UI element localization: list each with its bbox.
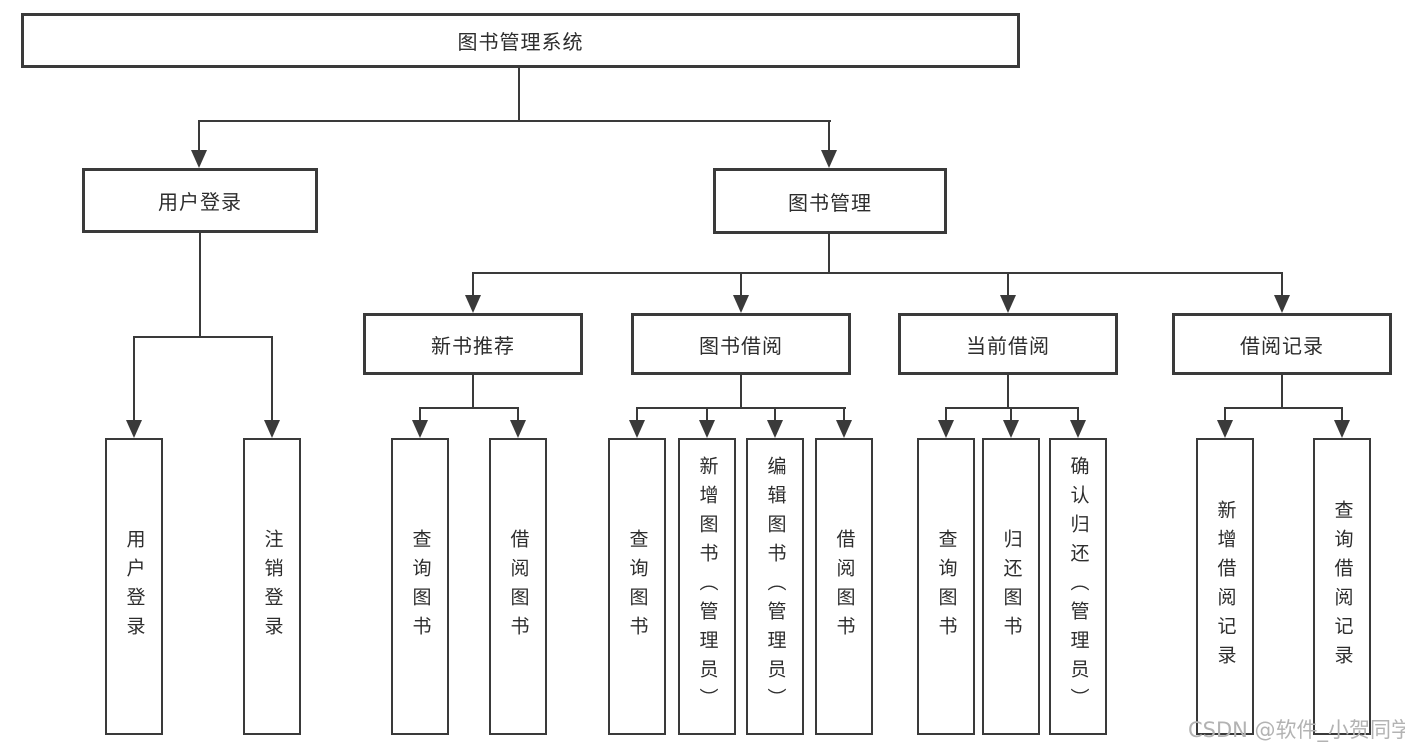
node-leaf-logout: 注销登录 (243, 438, 301, 735)
node-leaf-query-borrow-record-label: 查询借阅记录 (1331, 499, 1354, 674)
connector-line (198, 120, 200, 151)
node-borrowing-records: 借阅记录 (1172, 313, 1392, 375)
arrowhead-down-icon (938, 420, 954, 438)
connector-line (1007, 375, 1009, 408)
connector-line (472, 272, 474, 296)
node-leaf-query-books-borrowing: 查询图书 (608, 438, 666, 735)
connector-line (1224, 407, 1226, 421)
node-leaf-query-borrow-record: 查询借阅记录 (1313, 438, 1371, 735)
connector-line (1007, 272, 1009, 296)
arrowhead-down-icon (264, 420, 280, 438)
node-leaf-add-borrow-record-label: 新增借阅记录 (1214, 499, 1237, 674)
connector-line (1281, 272, 1283, 296)
arrowhead-down-icon (821, 150, 837, 168)
node-leaf-query-books-recommend-label: 查询图书 (409, 528, 432, 645)
node-leaf-return-books-label: 归还图书 (1000, 528, 1023, 645)
connector-line (774, 407, 776, 421)
connector-line (199, 233, 201, 336)
connector-line (517, 407, 519, 421)
connector-line (945, 407, 947, 421)
connector-line (198, 120, 831, 122)
node-current-borrowing-label: 当前借阅 (966, 333, 1050, 358)
connector-line (706, 407, 708, 421)
connector-line (1077, 407, 1079, 421)
node-book-borrowing: 图书借阅 (631, 313, 851, 375)
connector-line (419, 407, 519, 409)
node-user-login-branch: 用户登录 (82, 168, 318, 233)
node-book-management: 图书管理 (713, 168, 947, 234)
arrowhead-down-icon (191, 150, 207, 168)
csdn-watermark: CSDN @软件_小贺同学 (1188, 718, 1405, 742)
arrowhead-down-icon (767, 420, 783, 438)
connector-line (1341, 407, 1343, 421)
connector-line (843, 407, 845, 421)
arrowhead-down-icon (699, 420, 715, 438)
connector-line (740, 375, 742, 408)
arrowhead-down-icon (465, 295, 481, 313)
node-new-book-recommend: 新书推荐 (363, 313, 583, 375)
node-borrowing-records-label: 借阅记录 (1240, 333, 1324, 358)
connector-line (472, 272, 1283, 274)
node-root-label: 图书管理系统 (457, 30, 584, 54)
arrowhead-down-icon (412, 420, 428, 438)
connector-line (1281, 375, 1283, 408)
connector-line (271, 336, 273, 421)
node-leaf-borrow-books-recommend: 借阅图书 (489, 438, 547, 735)
node-leaf-query-books-borrowing-label: 查询图书 (626, 528, 649, 645)
arrowhead-down-icon (733, 295, 749, 313)
connector-line (828, 233, 830, 274)
connector-line (518, 68, 520, 121)
node-leaf-logout-label: 注销登录 (261, 528, 284, 645)
connector-line (133, 336, 135, 421)
node-leaf-borrow-books-borrowing: 借阅图书 (815, 438, 873, 735)
node-leaf-query-books-recommend: 查询图书 (391, 438, 449, 735)
node-new-book-recommend-label: 新书推荐 (431, 333, 515, 358)
connector-line (472, 375, 474, 408)
node-leaf-query-books-current-label: 查询图书 (935, 528, 958, 645)
arrowhead-down-icon (126, 420, 142, 438)
arrowhead-down-icon (1000, 295, 1016, 313)
connector-line (945, 407, 1079, 409)
node-leaf-confirm-return-admin: 确认归还（管理员） (1049, 438, 1107, 735)
node-current-borrowing: 当前借阅 (898, 313, 1118, 375)
connector-line (740, 272, 742, 296)
node-leaf-edit-books-admin: 编辑图书（管理员） (746, 438, 804, 735)
connector-line (133, 336, 273, 338)
node-book-borrowing-label: 图书借阅 (699, 333, 783, 358)
arrowhead-down-icon (1003, 420, 1019, 438)
node-user-login-branch-label: 用户登录 (158, 190, 242, 214)
node-root: 图书管理系统 (21, 13, 1020, 68)
node-leaf-user-login-label: 用户登录 (123, 528, 146, 645)
node-book-management-label: 图书管理 (788, 190, 872, 215)
arrowhead-down-icon (1070, 420, 1086, 438)
arrowhead-down-icon (1334, 420, 1350, 438)
node-leaf-add-borrow-record: 新增借阅记录 (1196, 438, 1254, 735)
arrowhead-down-icon (1274, 295, 1290, 313)
node-leaf-edit-books-admin-label: 编辑图书（管理员） (764, 456, 787, 717)
connector-line (636, 407, 846, 409)
node-leaf-confirm-return-admin-label: 确认归还（管理员） (1067, 456, 1090, 717)
connector-line (828, 120, 830, 151)
node-leaf-borrow-books-recommend-label: 借阅图书 (507, 528, 530, 645)
connector-line (1010, 407, 1012, 421)
node-leaf-query-books-current: 查询图书 (917, 438, 975, 735)
arrowhead-down-icon (510, 420, 526, 438)
arrowhead-down-icon (1217, 420, 1233, 438)
connector-line (419, 407, 421, 421)
node-leaf-user-login: 用户登录 (105, 438, 163, 735)
node-leaf-return-books: 归还图书 (982, 438, 1040, 735)
connector-line (1224, 407, 1343, 409)
node-leaf-add-books-admin: 新增图书（管理员） (678, 438, 736, 735)
connector-line (636, 407, 638, 421)
node-leaf-add-books-admin-label: 新增图书（管理员） (696, 456, 719, 717)
arrowhead-down-icon (836, 420, 852, 438)
node-leaf-borrow-books-borrowing-label: 借阅图书 (833, 528, 856, 645)
arrowhead-down-icon (629, 420, 645, 438)
